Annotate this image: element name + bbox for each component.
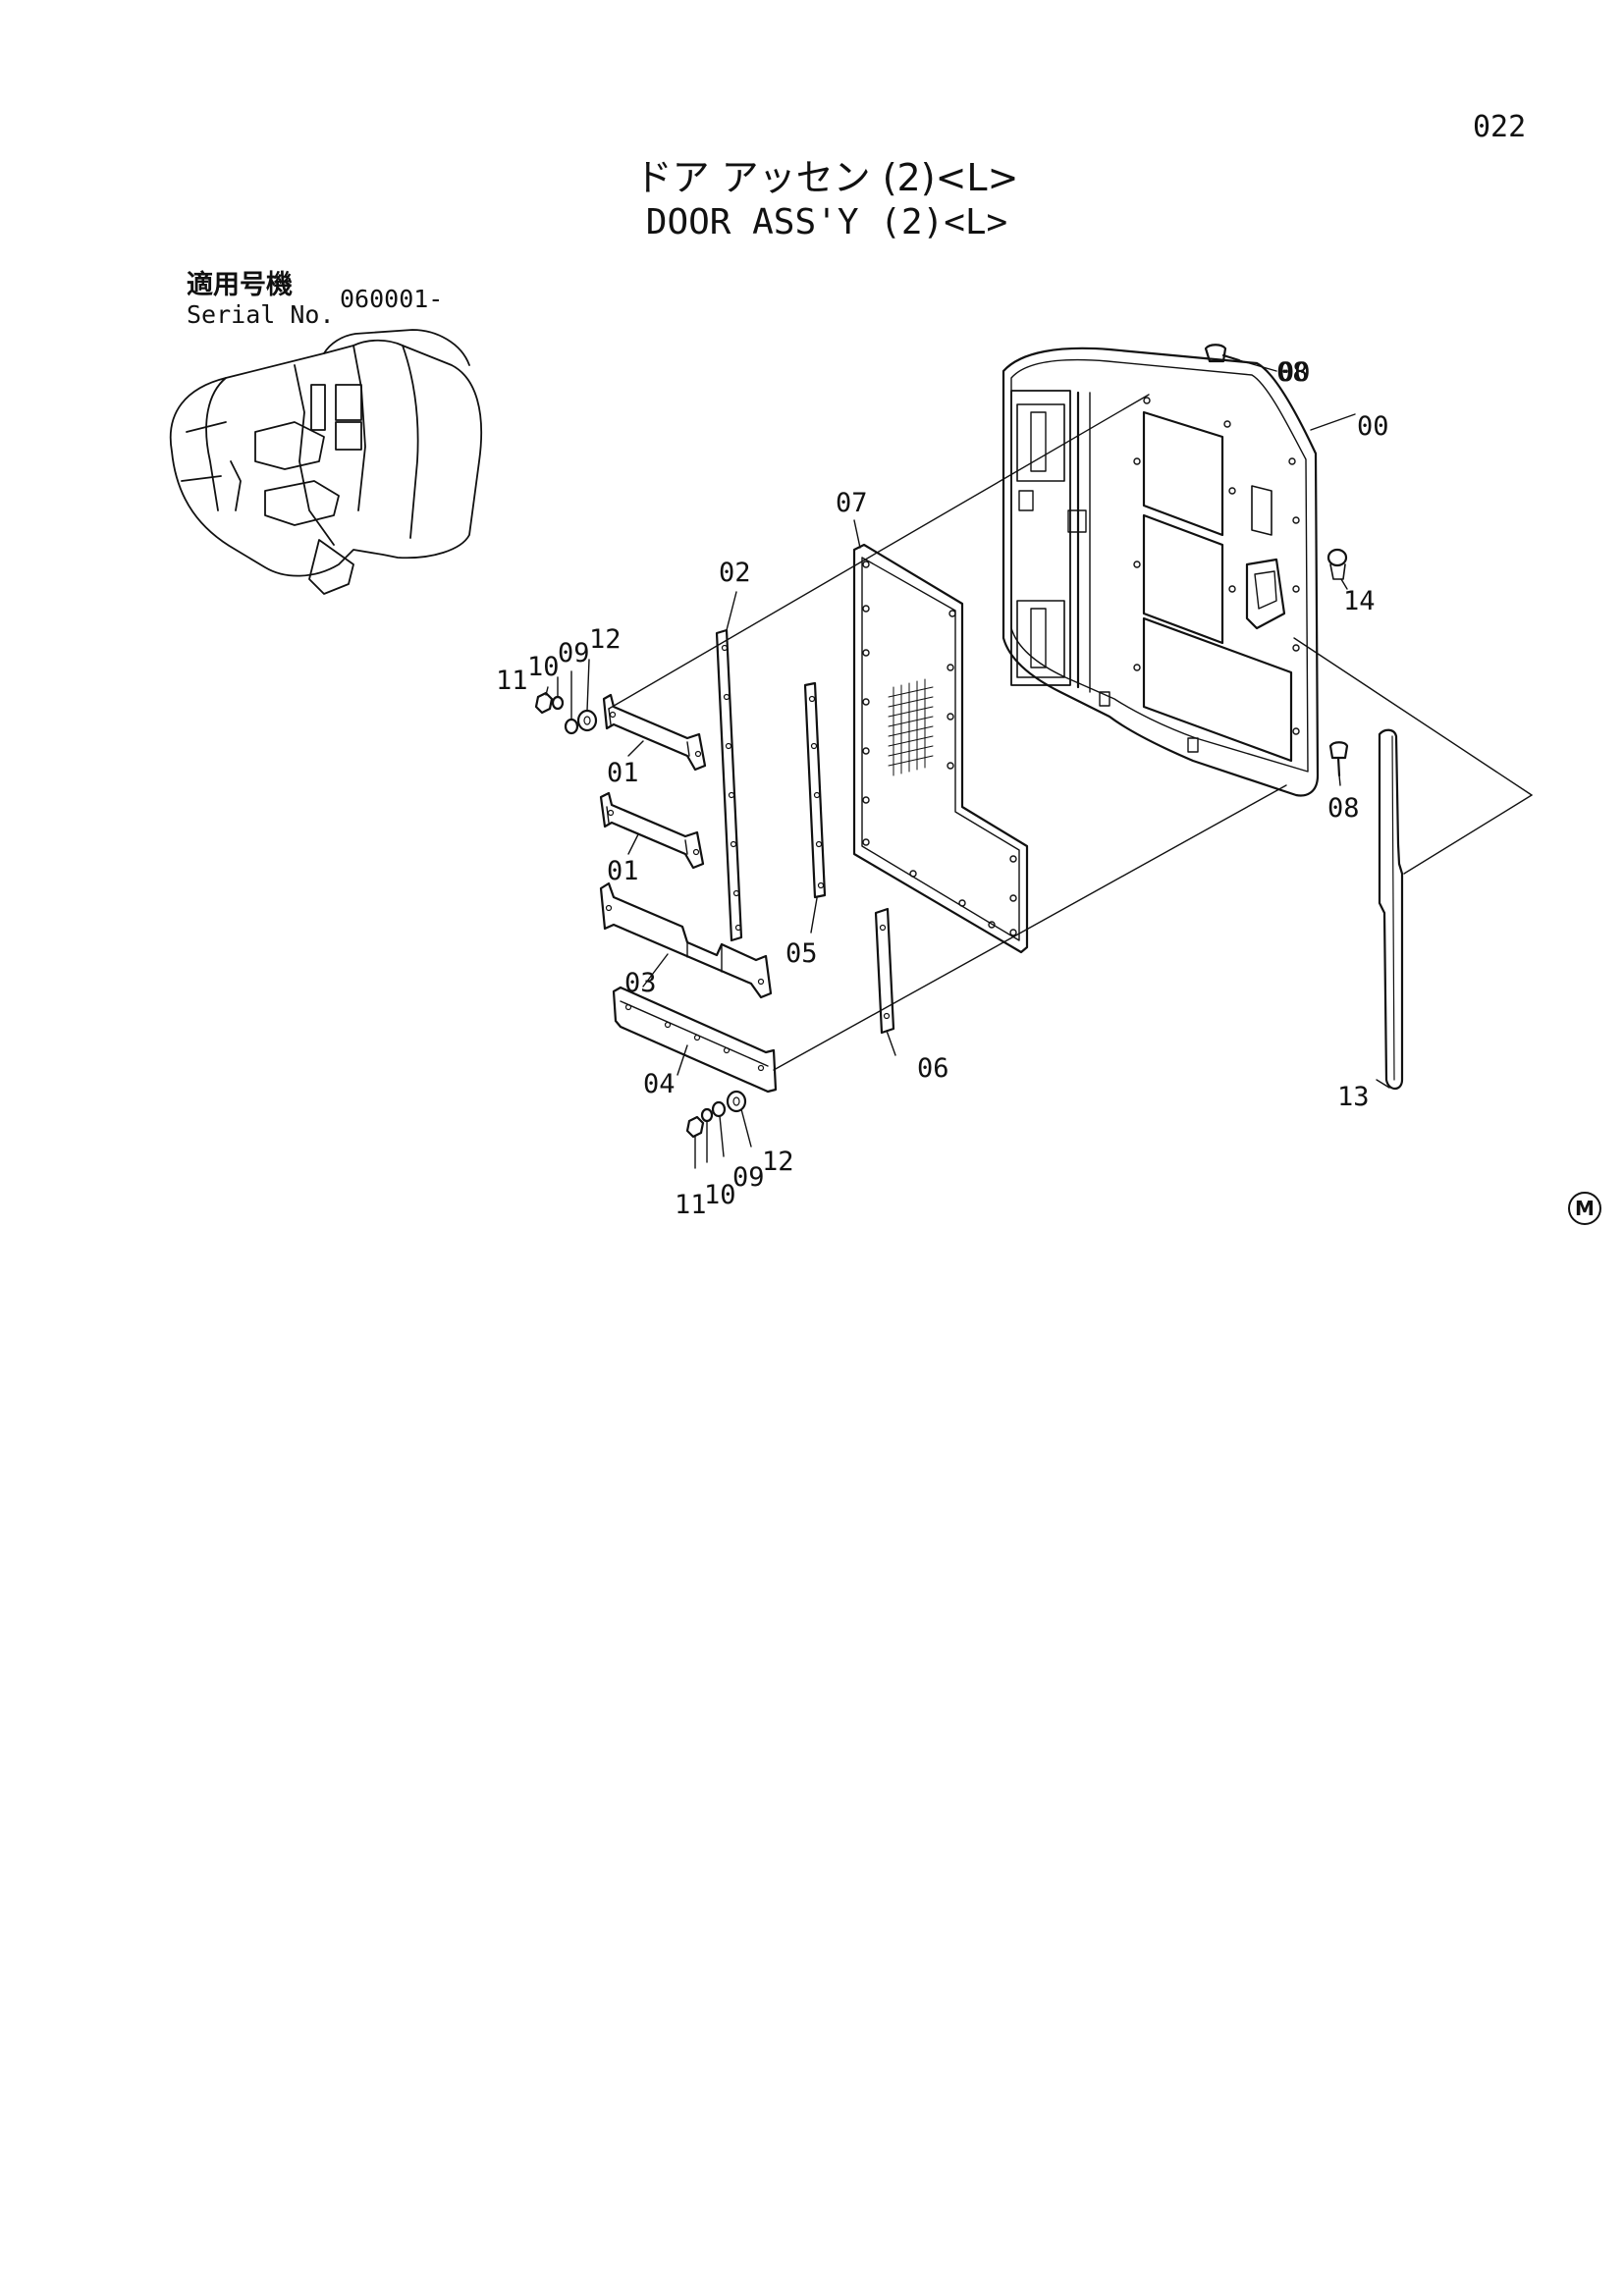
part-07-cover-plate	[852, 543, 1029, 954]
callout-01-upper: 01	[607, 758, 639, 788]
part-01-bracket-lower	[599, 791, 705, 870]
callout-04: 04	[643, 1069, 676, 1099]
circled-m-mark: M	[1568, 1192, 1601, 1225]
callout-labels: 00 00 08 14 08 13 07 02 01 01 03 05 04 0…	[496, 357, 1389, 1220]
part-14-pin	[1326, 548, 1348, 580]
part-02-strip	[715, 628, 743, 942]
part-12-washer-lower	[726, 1090, 747, 1113]
part-12-washer-upper	[576, 709, 598, 732]
callout-10-lower: 10	[704, 1180, 736, 1210]
callout-13: 13	[1337, 1082, 1370, 1112]
part-08-bolt-upper	[1204, 344, 1241, 363]
callout-00: 00	[1278, 357, 1311, 388]
callout-11-upper: 11	[496, 666, 528, 696]
callout-14: 14	[1343, 586, 1376, 616]
part-04-bracket	[612, 986, 778, 1094]
part-03-bracket	[599, 881, 773, 999]
title-english: DOOR ASS'Y (2)<L>	[645, 202, 1008, 242]
callout-12-upper: 12	[589, 624, 622, 655]
callout-05: 05	[785, 938, 818, 969]
part-10-washer-lower	[700, 1107, 714, 1123]
part-11-nut-upper	[534, 691, 554, 715]
title-japanese: ドア アッセン (2)<L>	[634, 156, 1019, 199]
part-13-seal	[1378, 728, 1404, 1091]
callout-08-upper: 08	[1276, 357, 1309, 388]
callout-08-lower: 08	[1327, 793, 1360, 824]
part-11-nut-lower	[685, 1115, 705, 1139]
part-10-washer-upper	[551, 695, 565, 711]
mesh-grille	[888, 678, 934, 776]
callout-02: 02	[719, 558, 751, 588]
callout-01-lower: 01	[607, 856, 639, 886]
serial-label-english: Serial No.	[187, 300, 335, 329]
callout-11-lower: 11	[675, 1190, 707, 1220]
callout-09-upper: 09	[558, 638, 590, 668]
part-08-bolt-lower	[1328, 741, 1349, 777]
assembly-lines	[545, 359, 1533, 1169]
machine-overview-illustration	[169, 329, 483, 595]
serial-label-japanese: 適用号機	[187, 270, 293, 300]
callout-00-label: 00	[1357, 411, 1389, 442]
part-09-washer-upper	[564, 718, 579, 735]
part-06-strip	[874, 907, 895, 1035]
callout-06: 06	[917, 1053, 949, 1084]
hardware-stack-lower	[685, 1090, 747, 1139]
part-09-washer-lower	[711, 1100, 727, 1118]
callout-10-upper: 10	[527, 652, 560, 682]
callout-12-lower: 12	[762, 1147, 794, 1177]
page-number: 022	[1473, 110, 1527, 144]
callout-07: 07	[836, 488, 868, 518]
part-01-bracket-upper	[602, 693, 707, 772]
part-05-strip	[803, 681, 827, 899]
callout-03: 03	[624, 968, 657, 998]
serial-number-value: 060001-	[340, 285, 444, 313]
part-00-door-panel	[1001, 347, 1320, 797]
callout-09-lower: 09	[732, 1162, 765, 1193]
